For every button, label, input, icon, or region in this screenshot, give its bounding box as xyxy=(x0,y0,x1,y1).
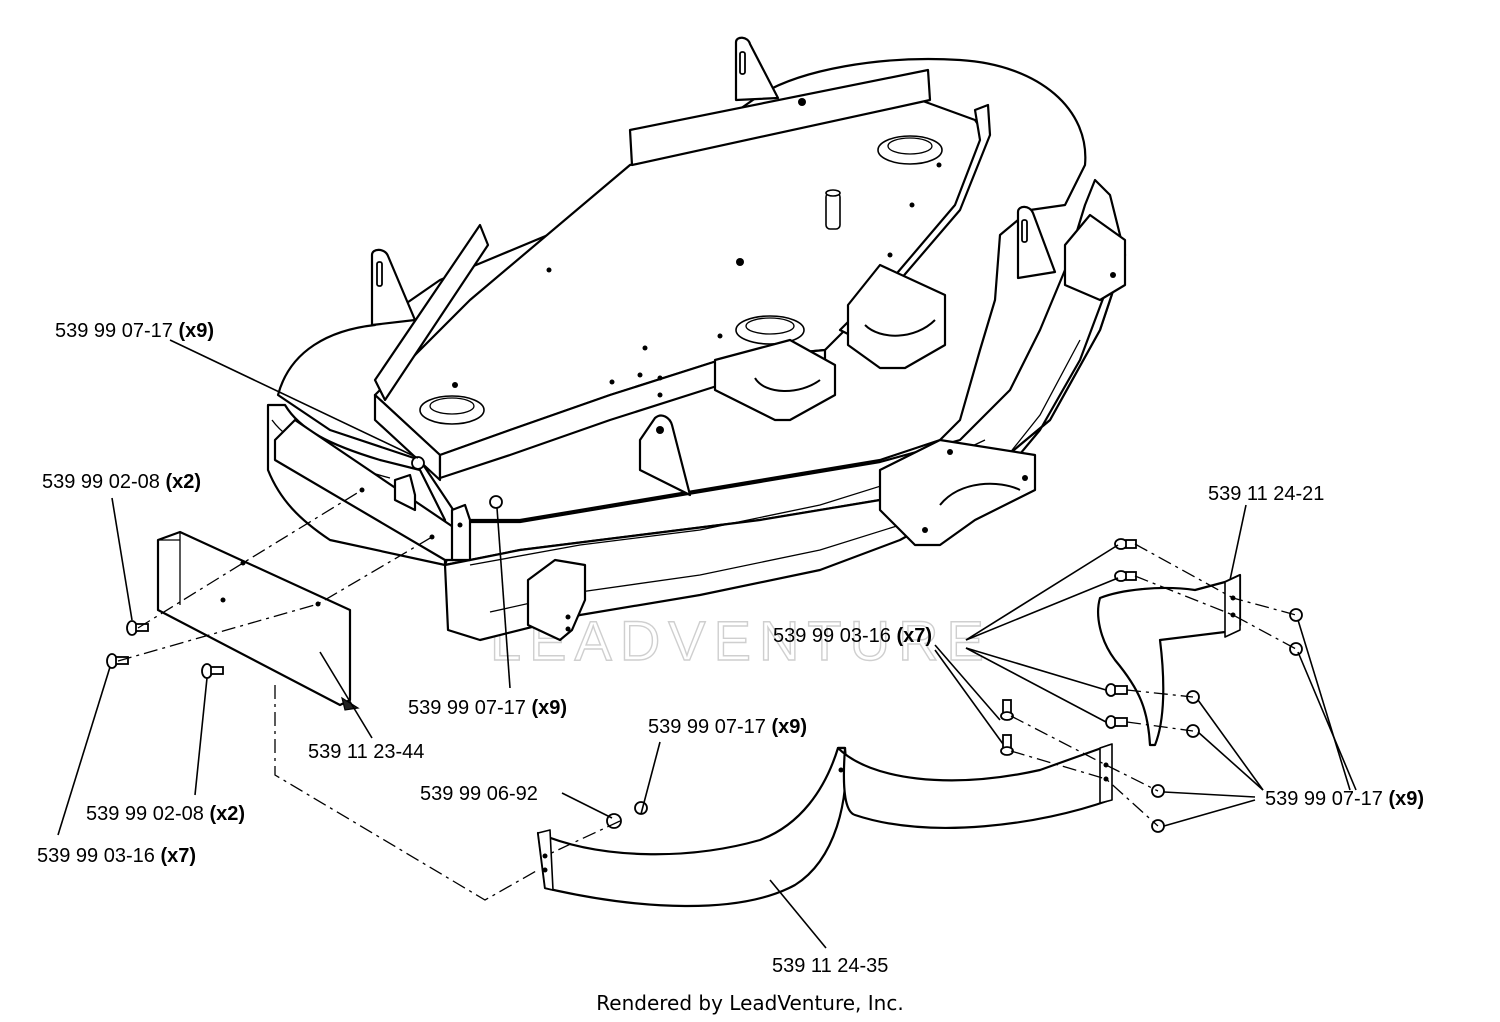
deck-skirt-lower xyxy=(443,253,1127,642)
callout-c7: 539 99 07-17 (x9) xyxy=(648,716,807,738)
leader-lines xyxy=(57,339,1357,949)
carriage-bolt xyxy=(201,663,224,679)
callout-c10: 539 99 03-16 (x7) xyxy=(773,625,932,647)
carriage-bolt xyxy=(126,620,149,636)
center-chute-mount xyxy=(713,338,837,422)
mower-deck xyxy=(266,36,1127,642)
nut-hex xyxy=(1289,642,1303,656)
deck-hardware xyxy=(411,456,503,509)
left-rail xyxy=(373,223,490,402)
callout-c3: 539 99 07-17 (x9) xyxy=(408,697,567,719)
footer-credit: Rendered by LeadVenture, Inc. xyxy=(596,991,903,1015)
right-spindle-opening xyxy=(877,135,943,165)
callout-c8: 539 99 06-92 xyxy=(420,783,538,805)
front-baffle-539-11-23-44 xyxy=(156,530,360,711)
callout-c4: 539 11 23-44 xyxy=(308,741,424,763)
callout-c11: 539 11 24-21 xyxy=(1208,483,1324,505)
callout-c6: 539 99 03-16 (x7) xyxy=(37,845,196,867)
right-rear-bracket xyxy=(1063,213,1127,302)
nut-hex xyxy=(489,495,503,509)
carriage-bolt xyxy=(1114,538,1137,550)
left-flange xyxy=(373,393,442,482)
side-baffle-539-11-24-21 xyxy=(1097,573,1242,747)
front-left-tab xyxy=(450,503,472,562)
carriage-bolt xyxy=(1000,734,1014,756)
callout-c2: 539 99 02-08 (x2) xyxy=(42,471,201,493)
left-spindle-opening xyxy=(419,395,485,425)
callout-c9: 539 11 24-35 xyxy=(772,955,888,977)
assembly-lines xyxy=(117,489,1297,901)
callout-labels: 539 99 07-17 (x9) 539 99 02-08 (x2) 539 … xyxy=(37,320,1424,977)
carriage-bolt xyxy=(1105,715,1128,729)
idler-post xyxy=(825,192,841,230)
center-spindle-opening xyxy=(735,315,805,345)
callout-c5: 539 99 02-08 (x2) xyxy=(86,803,245,825)
carriage-bolt xyxy=(1114,570,1137,582)
right-chute-mount xyxy=(846,263,947,370)
carriage-bolt xyxy=(106,653,129,669)
rear-flange xyxy=(628,68,932,167)
front-lift-bracket xyxy=(638,414,692,497)
carriage-bolt xyxy=(1000,699,1014,721)
left-tab-2 xyxy=(393,473,417,512)
carriage-bolt xyxy=(1105,683,1128,697)
front-left-bracket xyxy=(526,558,587,642)
callout-c1: 539 99 07-17 (x9) xyxy=(55,320,214,342)
nut-hex xyxy=(411,456,425,470)
nut-hex xyxy=(1289,608,1303,622)
rear-baffle-539-11-24-35 xyxy=(536,743,1113,908)
rear-lift-bracket xyxy=(734,36,780,102)
callout-c12: 539 99 07-17 (x9) xyxy=(1265,788,1424,810)
front-right-bracket xyxy=(878,438,1037,547)
